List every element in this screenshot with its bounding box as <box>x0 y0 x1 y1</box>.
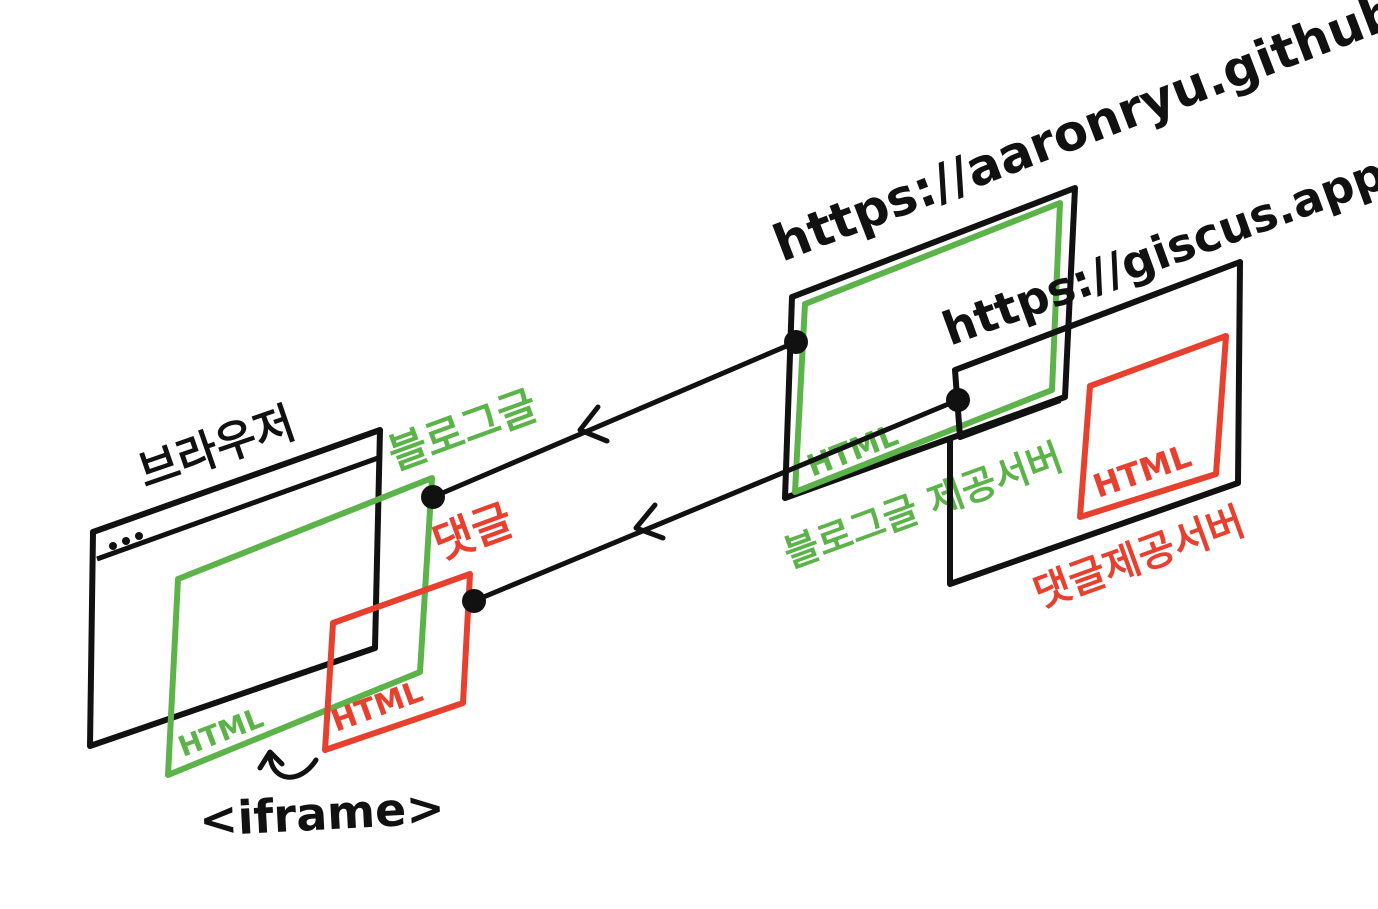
comment-connection-arrowhead-icon <box>633 502 666 541</box>
iframe-arrowhead-icon <box>257 749 285 771</box>
blog-connection-dot-icon <box>784 330 808 354</box>
browser-window: 브라우저 <box>87 397 383 749</box>
blog-server-outer-frame <box>782 185 1078 501</box>
iframe-curved-arrow <box>267 753 319 780</box>
comment-connection-line <box>471 397 961 604</box>
blog-post-label: 블로그글 <box>382 380 544 479</box>
blog-connection-line <box>430 339 799 500</box>
giscus-server-outer-frame <box>947 259 1243 587</box>
browser-label: 브라우저 <box>132 397 302 498</box>
comment-connection-dot-icon <box>462 589 486 613</box>
blog-connection <box>421 330 808 509</box>
window-dot-icon <box>122 537 130 545</box>
browser-titlebar-divider <box>96 455 379 562</box>
comment-frame <box>322 571 473 753</box>
giscus-server-html-frame <box>1077 333 1229 520</box>
blog-server-html-frame <box>792 200 1063 495</box>
comment-connection <box>462 388 970 613</box>
window-dot-icon <box>109 542 117 550</box>
comment-connection-dot-icon <box>946 388 970 412</box>
iframe-label: <iframe> <box>198 780 446 847</box>
browser-frame <box>87 427 383 749</box>
iframe-annotation: <iframe> <box>198 749 446 847</box>
blog-connection-arrowhead-icon <box>577 404 610 444</box>
blog-connection-dot-icon <box>421 485 445 509</box>
window-dot-icon <box>135 532 143 540</box>
blog-post-frame <box>165 475 435 778</box>
